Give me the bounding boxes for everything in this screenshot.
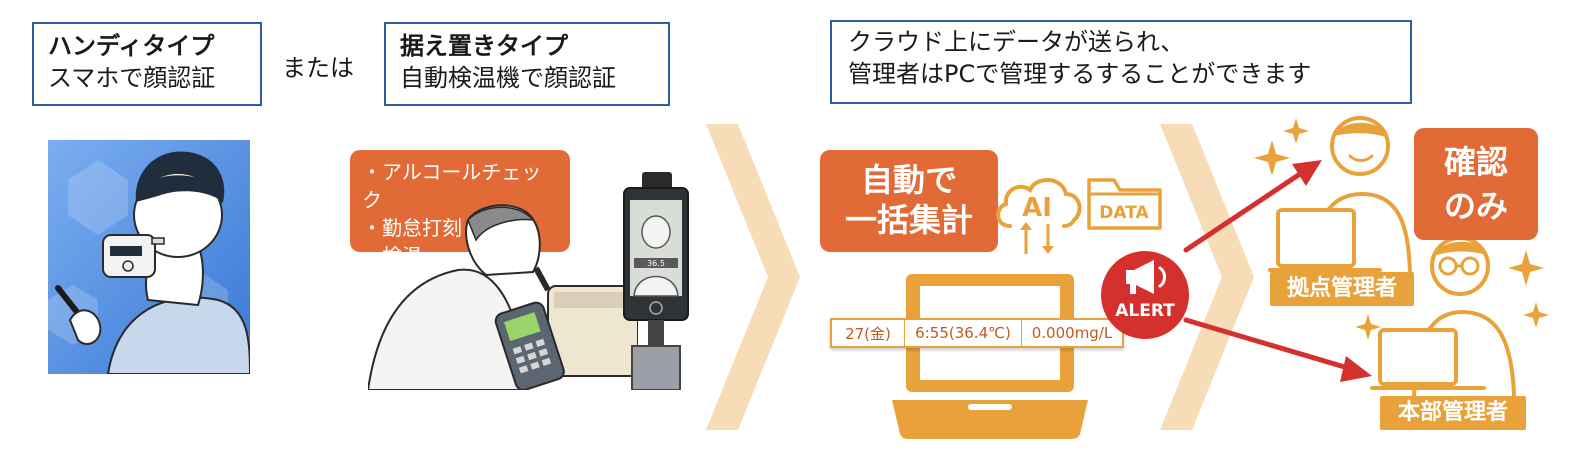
arrow-to-branch-head bbox=[1292, 160, 1322, 186]
ai-label: AI bbox=[1022, 193, 1052, 223]
chevron-divider bbox=[1160, 124, 1254, 430]
arrow-to-hq-head bbox=[1340, 356, 1372, 382]
sparkle-icon bbox=[1254, 118, 1309, 176]
auto-aggregate-line1: 自動で bbox=[860, 161, 957, 199]
feature-item: アルコールチェック bbox=[362, 158, 558, 214]
hq-manager-label: 本部管理者 bbox=[1380, 396, 1526, 430]
sparkle-icon bbox=[1356, 250, 1549, 340]
megaphone-icon bbox=[1126, 260, 1166, 294]
confirm-only-line2: のみ bbox=[1443, 187, 1508, 225]
confirm-only-panel: 確認 のみ bbox=[1414, 128, 1538, 240]
feature-panel: アルコールチェック 勤怠打刻 検温 bbox=[350, 150, 570, 268]
branch-manager-illustration bbox=[1254, 116, 1412, 281]
temperature-kiosk-illustration: 36.5 bbox=[623, 172, 689, 390]
cloud-note-box: クラウド上にデータが送られ、 管理者はPCで管理するすることができます bbox=[830, 20, 1412, 104]
stationary-type-title: 据え置きタイプ bbox=[400, 32, 568, 60]
auto-aggregate-line2: 一括集計 bbox=[844, 201, 973, 239]
handy-type-title: ハンディタイプ bbox=[48, 32, 215, 60]
record-time-temp: 6:55(36.4℃) bbox=[905, 320, 1022, 346]
stationary-type-box: 据え置きタイプ 自動検温機で顔認証 bbox=[384, 22, 670, 106]
record-row: 27(金) 6:55(36.4℃) 0.000mg/L bbox=[830, 318, 1124, 348]
kiosk-temp-readout: 36.5 bbox=[647, 259, 665, 268]
data-folder-icon: DATA bbox=[1087, 178, 1162, 230]
cloud-note-line2: 管理者はPCで管理するすることができます bbox=[848, 60, 1312, 88]
or-text: または bbox=[282, 54, 354, 82]
glasses-icon bbox=[1438, 256, 1480, 276]
record-alcohol: 0.000mg/L bbox=[1031, 324, 1113, 342]
record-date: 27(金) bbox=[832, 320, 905, 346]
handy-type-box: ハンディタイプ スマホで顔認証 bbox=[32, 22, 262, 106]
arrows-overlay bbox=[1183, 160, 1372, 382]
hq-manager-illustration bbox=[1356, 236, 1549, 397]
laptop-icon bbox=[892, 274, 1088, 439]
alert-label: ALERT bbox=[1115, 301, 1175, 321]
alert-badge: ALERT bbox=[1101, 251, 1189, 339]
feature-list: アルコールチェック 勤怠打刻 検温 bbox=[362, 158, 558, 270]
auto-aggregate-panel: 自動で 一括集計 bbox=[820, 150, 998, 252]
breathalyzer-user-illustration bbox=[368, 204, 638, 390]
chevron-divider bbox=[706, 124, 800, 430]
stationary-type-subtitle: 自動検温機で顔認証 bbox=[400, 64, 616, 92]
handy-type-subtitle: スマホで顔認証 bbox=[48, 64, 216, 92]
cloud-note-line1: クラウド上にデータが送られ、 bbox=[848, 28, 1185, 56]
branch-manager-label: 拠点管理者 bbox=[1270, 272, 1414, 306]
confirm-only-line1: 確認 bbox=[1443, 143, 1508, 181]
phone-user-illustration bbox=[48, 140, 250, 374]
ai-cloud-icon: AI bbox=[996, 178, 1082, 254]
feature-item: 検温 bbox=[362, 242, 558, 270]
data-label: DATA bbox=[1099, 203, 1149, 223]
feature-item: 勤怠打刻 bbox=[362, 214, 558, 242]
